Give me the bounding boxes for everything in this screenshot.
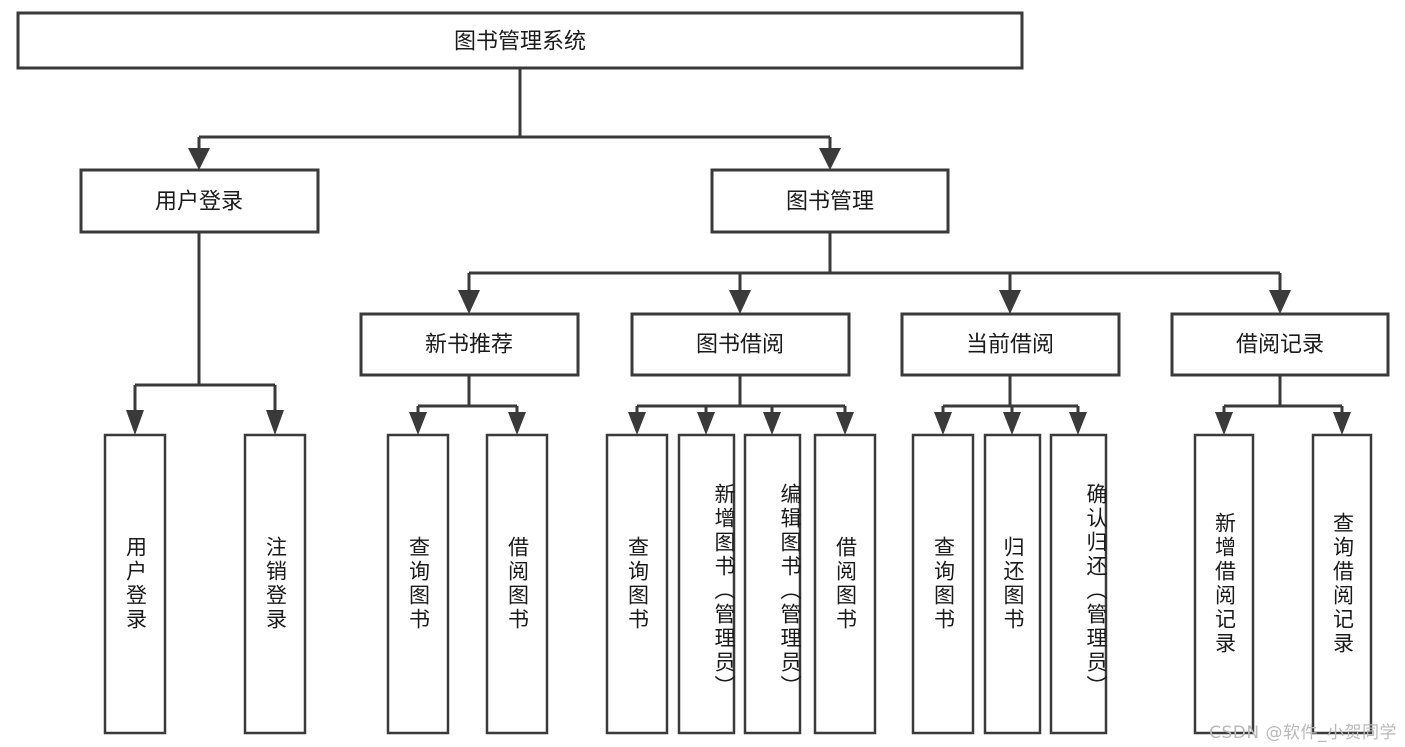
node-current-borrow[interactable]: 当前借阅 xyxy=(900,312,1121,377)
arrow-to-new-book-recommend xyxy=(458,290,480,314)
node-user-login[interactable]: 用户登录 xyxy=(79,168,320,234)
new-book-recommend-box[interactable] xyxy=(359,312,580,377)
root-box[interactable] xyxy=(16,11,1024,70)
borrow-record-box[interactable] xyxy=(1170,312,1390,377)
user-login-box[interactable] xyxy=(79,168,320,234)
arrow-to-leaf-borrow-book-1 xyxy=(508,412,526,435)
arrow-to-borrow-record xyxy=(1269,290,1291,314)
leaf-return-book-box[interactable] xyxy=(983,433,1042,735)
leaf-query-book-3-box[interactable] xyxy=(911,433,975,735)
new-book-recommend-label: 新书推荐 xyxy=(425,333,513,358)
arrow-to-leaf-query-book-2 xyxy=(628,412,646,435)
node-book-management[interactable]: 图书管理 xyxy=(710,168,950,234)
arrow-to-leaf-add-book xyxy=(697,412,715,435)
node-borrow-record[interactable]: 借阅记录 xyxy=(1170,312,1390,377)
leaf-query-book-1-box[interactable] xyxy=(386,433,450,735)
leaf-edit-book-box[interactable] xyxy=(743,433,802,735)
connector-borrow-record-to-leaves xyxy=(1215,375,1351,435)
leaf-add-book-box[interactable] xyxy=(677,433,736,735)
book-management-box[interactable] xyxy=(710,168,950,234)
arrow-to-leaf-query-book-1 xyxy=(409,412,427,435)
csdn-watermark: CSDN @软件_小贺同学 xyxy=(1209,723,1397,743)
current-borrow-box[interactable] xyxy=(900,312,1121,377)
arrow-to-leaf-query-record xyxy=(1333,412,1351,435)
leaf-add-record-box[interactable] xyxy=(1193,433,1255,735)
arrow-to-leaf-user-login xyxy=(126,410,144,435)
arrow-to-leaf-user-logout xyxy=(266,410,284,435)
user-login-label: 用户登录 xyxy=(155,190,243,215)
leaf-user-logout-box[interactable] xyxy=(243,433,307,735)
connector-current-borrow-to-leaves xyxy=(934,375,1087,435)
leaf-borrow-book-2-box[interactable] xyxy=(813,433,877,735)
arrow-to-leaf-query-book-3 xyxy=(934,412,952,435)
arrow-to-user-login xyxy=(188,148,210,170)
arrow-to-leaf-edit-book xyxy=(763,412,781,435)
connector-root-to-level2 xyxy=(188,68,841,170)
node-root[interactable]: 图书管理系统 xyxy=(16,11,1024,70)
current-borrow-label: 当前借阅 xyxy=(966,333,1054,358)
arrow-to-leaf-return-book xyxy=(1003,412,1021,435)
leaf-query-record-box[interactable] xyxy=(1311,433,1373,735)
connector-user-login-to-leaves xyxy=(126,232,284,435)
leaf-user-login-box[interactable] xyxy=(103,433,167,735)
borrow-record-label: 借阅记录 xyxy=(1236,333,1324,358)
connector-new-book-recommend-to-leaves xyxy=(409,375,526,435)
node-new-book-recommend[interactable]: 新书推荐 xyxy=(359,312,580,377)
node-book-borrow[interactable]: 图书借阅 xyxy=(630,312,851,377)
connector-book-borrow-to-leaves xyxy=(628,375,854,435)
root-label: 图书管理系统 xyxy=(454,30,586,55)
connector-book-management-to-level3 xyxy=(458,232,1291,314)
leaf-boxes xyxy=(103,433,1373,735)
arrow-to-book-management xyxy=(819,148,841,170)
arrow-to-book-borrow xyxy=(729,290,751,314)
book-borrow-label: 图书借阅 xyxy=(696,333,784,358)
book-management-label: 图书管理 xyxy=(786,190,874,215)
leaf-query-book-2-box[interactable] xyxy=(605,433,669,735)
arrow-to-current-borrow xyxy=(999,290,1021,314)
arrow-to-leaf-add-record xyxy=(1215,412,1233,435)
book-borrow-box[interactable] xyxy=(630,312,851,377)
arrow-to-leaf-borrow-book-2 xyxy=(836,412,854,435)
arrow-to-leaf-confirm-return xyxy=(1069,412,1087,435)
leaf-borrow-book-1-box[interactable] xyxy=(485,433,549,735)
leaf-confirm-return-box[interactable] xyxy=(1049,433,1108,735)
